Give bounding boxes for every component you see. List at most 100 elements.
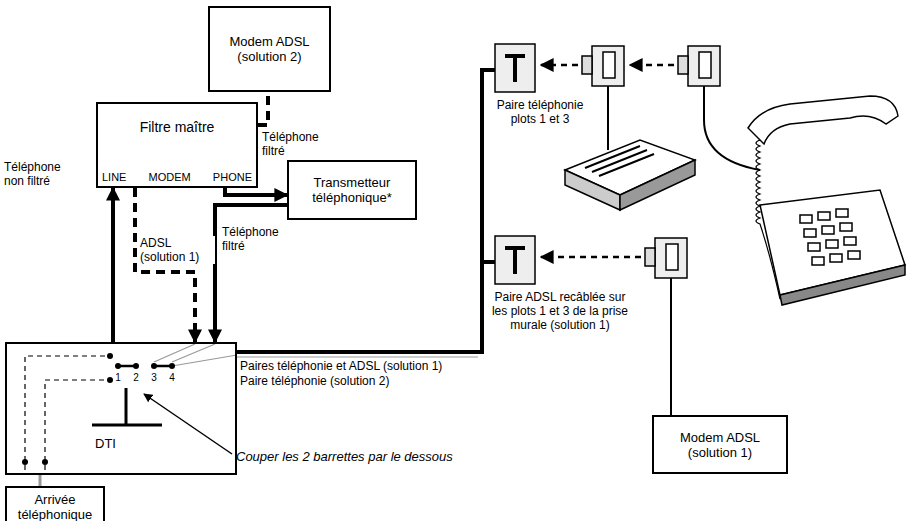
terminal [107,353,113,359]
wire-label: Paires téléphonie et ADSL (solution 1) [240,359,480,373]
modem-box: Modem ADSL (solution 2) [208,6,331,92]
incoming-line-box: Arrivée téléphonique [5,486,105,521]
connector [258,92,268,125]
dti-bar [92,388,162,425]
dashed-arrow [630,64,674,67]
socket-plate [495,44,535,92]
note: Couper les 2 barrettes par le dessous [236,449,516,464]
socket-label: Paire ADSL recâblée sur les plots 1 et 3… [490,290,630,332]
dashed-wire [25,356,110,470]
leader-line [144,394,232,454]
edge-label: Téléphone filtré [262,130,326,158]
phone-key [826,240,838,248]
terminal [169,363,175,369]
socket-label: Paire téléphonie plots 1 et 3 [490,98,590,126]
edge-label: ADSL (solution 1) [140,236,215,264]
wire-label: Paire téléphonie (solution 2) [240,374,480,388]
plug [645,238,687,278]
wall-socket [495,44,535,92]
box-title: DTI [95,436,116,451]
modem-front [565,170,620,210]
socket-plate [495,236,535,284]
box-text-group: Arrivée téléphonique [11,492,99,521]
connector [111,188,115,342]
phone-key [836,209,848,217]
plug-pins [582,56,592,74]
socket-slot [505,248,525,274]
dashed-arrow [541,64,578,67]
dti-box: DTI [5,342,237,475]
grey-wire [154,344,237,366]
transmitter-box: Transmetteur téléphonique* [287,160,417,220]
terminal-number: 1 [113,372,123,384]
edge-label: Téléphone non filtré [4,160,84,188]
phone-key [808,243,820,251]
terminal [115,363,121,369]
port-name: MODEM [149,171,191,183]
connector [135,188,195,342]
plug-body [592,46,624,86]
box-title: Modem ADSL (solution 2) [229,34,311,64]
phone-key [812,257,824,265]
modem-grille [585,146,654,176]
dti-wiring [25,344,237,470]
terminal-dots [22,353,175,465]
phone-handset [748,96,898,144]
port-name: PHONE [213,171,252,183]
dashed-arrow [541,256,641,259]
terminal [133,363,139,369]
plug-pins [645,248,655,266]
terminal [107,377,113,383]
cable [608,86,760,415]
wall-socket [495,236,535,284]
box-text-group: Modem ADSL (solution 1) [679,430,761,460]
connector [215,205,287,342]
line-wire [237,70,495,352]
plug-body [655,238,687,278]
port-row: LINE MODEM PHONE [102,171,252,183]
telephone [748,96,905,305]
plug-pins [678,56,688,74]
box-text-group: Transmetteur téléphonique* [293,175,411,205]
phone-cord [756,140,780,299]
filter-box: Filtre maîtreLINE MODEM PHONE [96,102,258,188]
terminal [151,363,157,369]
phone-base [780,265,905,305]
box-text-group: Modem ADSL (solution 2) [229,34,311,64]
phone-key [818,212,830,220]
box-title: Filtre maître [98,120,256,135]
terminal-number: 4 [167,372,177,384]
port-name: LINE [102,171,126,183]
plug [678,46,720,86]
plug-face [666,244,678,270]
edge-label: Téléphone filtré [222,225,286,253]
socket-slot [505,56,525,82]
phone-key [844,237,856,245]
grey-wire [237,356,478,357]
phone-key [830,254,842,262]
box-title: Arrivée téléphonique [11,492,99,521]
phone-key [848,251,860,259]
phone-key [840,223,852,231]
modem-side [620,160,695,210]
connector [39,475,42,486]
plug [582,46,624,86]
modem-box: Modem ADSL (solution 1) [652,415,788,474]
plug-face [699,52,711,78]
connector [225,188,287,195]
modem-device [565,140,695,210]
plug-body [688,46,720,86]
box-title: Transmetteur téléphonique* [293,175,411,205]
terminal-number: 2 [131,372,141,384]
strap-bar [118,365,172,368]
phone-key [822,226,834,234]
phone-key [800,215,812,223]
plug-face [603,52,615,78]
terminal-number: 3 [149,372,159,384]
terminal [22,459,28,465]
phone-keypad [800,209,860,265]
phone-key [804,229,816,237]
terminal [42,459,48,465]
box-title: Modem ADSL (solution 1) [679,430,761,460]
